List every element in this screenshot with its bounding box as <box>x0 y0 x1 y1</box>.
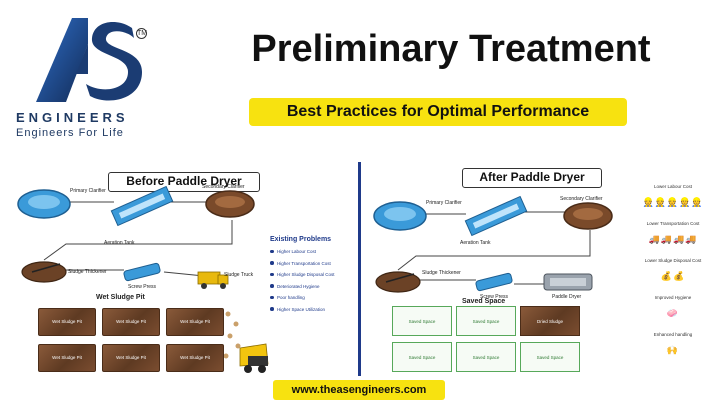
sludge-truck-icon <box>197 271 229 289</box>
secondary-clarifier-label: Secondary Clarifier <box>560 196 603 202</box>
benefit-label: Lower Labour Cost <box>653 184 693 189</box>
wet-sludge-pit-heading: Wet Sludge Pit <box>96 294 145 301</box>
secondary-clarifier-label: Secondary Clarifier <box>202 184 245 190</box>
subtitle-banner: Best Practices for Optimal Performance <box>249 98 627 126</box>
benefit-item: Lower Transportation Cost 🚚🚚🚚🚚 <box>630 221 716 258</box>
after-title: After Paddle Dryer <box>462 168 602 188</box>
sludge-thickener-label: Sludge Thickener <box>422 270 461 276</box>
saved-space-heading: Saved Space <box>462 298 506 305</box>
brand-tagline: Engineers For Life <box>16 127 124 139</box>
screw-press-label: Screw Press <box>128 284 157 290</box>
sludge-thickener-label: Sludge Thickener <box>68 269 107 275</box>
sludge-thickener-icon <box>21 261 67 283</box>
existing-problems-list: Existing Problems Higher Labour Cost Hig… <box>270 236 356 318</box>
workers-icon <box>223 311 241 359</box>
website-url-banner[interactable]: www.theasengineers.com <box>273 380 445 400</box>
brand-name: ENGINEERS <box>16 110 129 125</box>
benefit-item: Lower Sludge Disposal Cost 💰💰 <box>630 258 716 295</box>
truck-icon: 🚚🚚🚚🚚 <box>648 234 698 244</box>
saved-space-cell: Saved Space <box>392 306 452 336</box>
dried-sludge-cell: Dried Sludge <box>520 306 580 336</box>
sludge-thickener-icon <box>375 271 421 293</box>
as-logo-mark <box>36 18 142 102</box>
problem-item: Higher Space Utilization <box>270 307 356 312</box>
wet-sludge-pit: Wet Sludge Pit <box>38 308 96 336</box>
wet-sludge-pit: Wet Sludge Pit <box>102 344 160 372</box>
money-bag-icon: 💰💰 <box>660 271 686 281</box>
primary-clarifier-label: Primary Clarifier <box>70 188 106 194</box>
workers-icon: 👷👷👷👷👷 <box>642 197 704 207</box>
aeration-tank-icon <box>464 195 528 237</box>
saved-space-cell: Saved Space <box>456 306 516 336</box>
benefit-label: Lower Sludge Disposal Cost <box>644 258 702 263</box>
saved-space-cell: Saved Space <box>392 342 452 372</box>
sludge-truck-label: Sludge Truck <box>224 272 254 278</box>
trademark-badge: TM <box>136 28 148 39</box>
wet-sludge-pit: Wet Sludge Pit <box>38 344 96 372</box>
dump-truck-icon <box>239 343 269 373</box>
panel-divider <box>358 162 361 376</box>
benefit-label: Lower Transportation Cost <box>646 221 700 226</box>
primary-clarifier-label: Primary Clarifier <box>426 200 462 206</box>
aeration-tank-label: Aeration Tank <box>460 240 491 246</box>
existing-problems-title: Existing Problems <box>270 236 332 243</box>
problem-item: Deteriorated Hygiene <box>270 284 356 289</box>
hygiene-icon: 🧼 <box>666 308 680 318</box>
before-process-diagram <box>17 185 269 373</box>
saved-space-cell: Saved Space <box>520 342 580 372</box>
benefit-item: Enhanced handling 🙌 <box>630 332 716 369</box>
benefit-item: Improved Hygiene 🧼 <box>630 295 716 332</box>
before-title: Before Paddle Dryer <box>108 172 260 192</box>
after-panel: After Paddle Dryer Primary Clarifier Aer… <box>364 160 716 378</box>
wet-sludge-pit: Wet Sludge Pit <box>102 308 160 336</box>
after-process-diagram <box>373 195 613 293</box>
problem-item: Higher Sludge Disposal Cost <box>270 272 356 277</box>
benefit-label: Improved Hygiene <box>654 295 692 300</box>
screw-press-label: Screw Press <box>480 294 509 300</box>
aeration-tank-label: Aeration Tank <box>104 240 135 246</box>
problem-item: Higher Transportation Cost <box>270 261 356 266</box>
paddle-dryer-icon <box>543 273 593 291</box>
saved-space-cell: Saved Space <box>456 342 516 372</box>
paddle-dryer-label: Paddle Dryer <box>552 294 582 300</box>
aeration-tank-icon <box>110 185 174 227</box>
page-title: Preliminary Treatment <box>251 28 651 70</box>
screw-press-icon <box>123 262 161 282</box>
benefit-item: Lower Labour Cost 👷👷👷👷👷 <box>630 184 716 221</box>
problem-item: Higher Labour Cost <box>270 249 356 254</box>
wet-sludge-pit: Wet Sludge Pit <box>166 344 224 372</box>
handling-icon: 🙌 <box>666 345 680 355</box>
before-panel: Before Paddle Dryer <box>4 160 354 378</box>
screw-press-icon <box>475 272 513 292</box>
wet-sludge-pit: Wet Sludge Pit <box>166 308 224 336</box>
benefits-list: Lower Labour Cost 👷👷👷👷👷 Lower Transporta… <box>630 184 716 369</box>
company-logo: TM ENGINEERS Engineers For Life <box>14 14 154 139</box>
benefit-label: Enhanced handling <box>653 332 693 337</box>
problem-item: Poor handling <box>270 295 356 300</box>
